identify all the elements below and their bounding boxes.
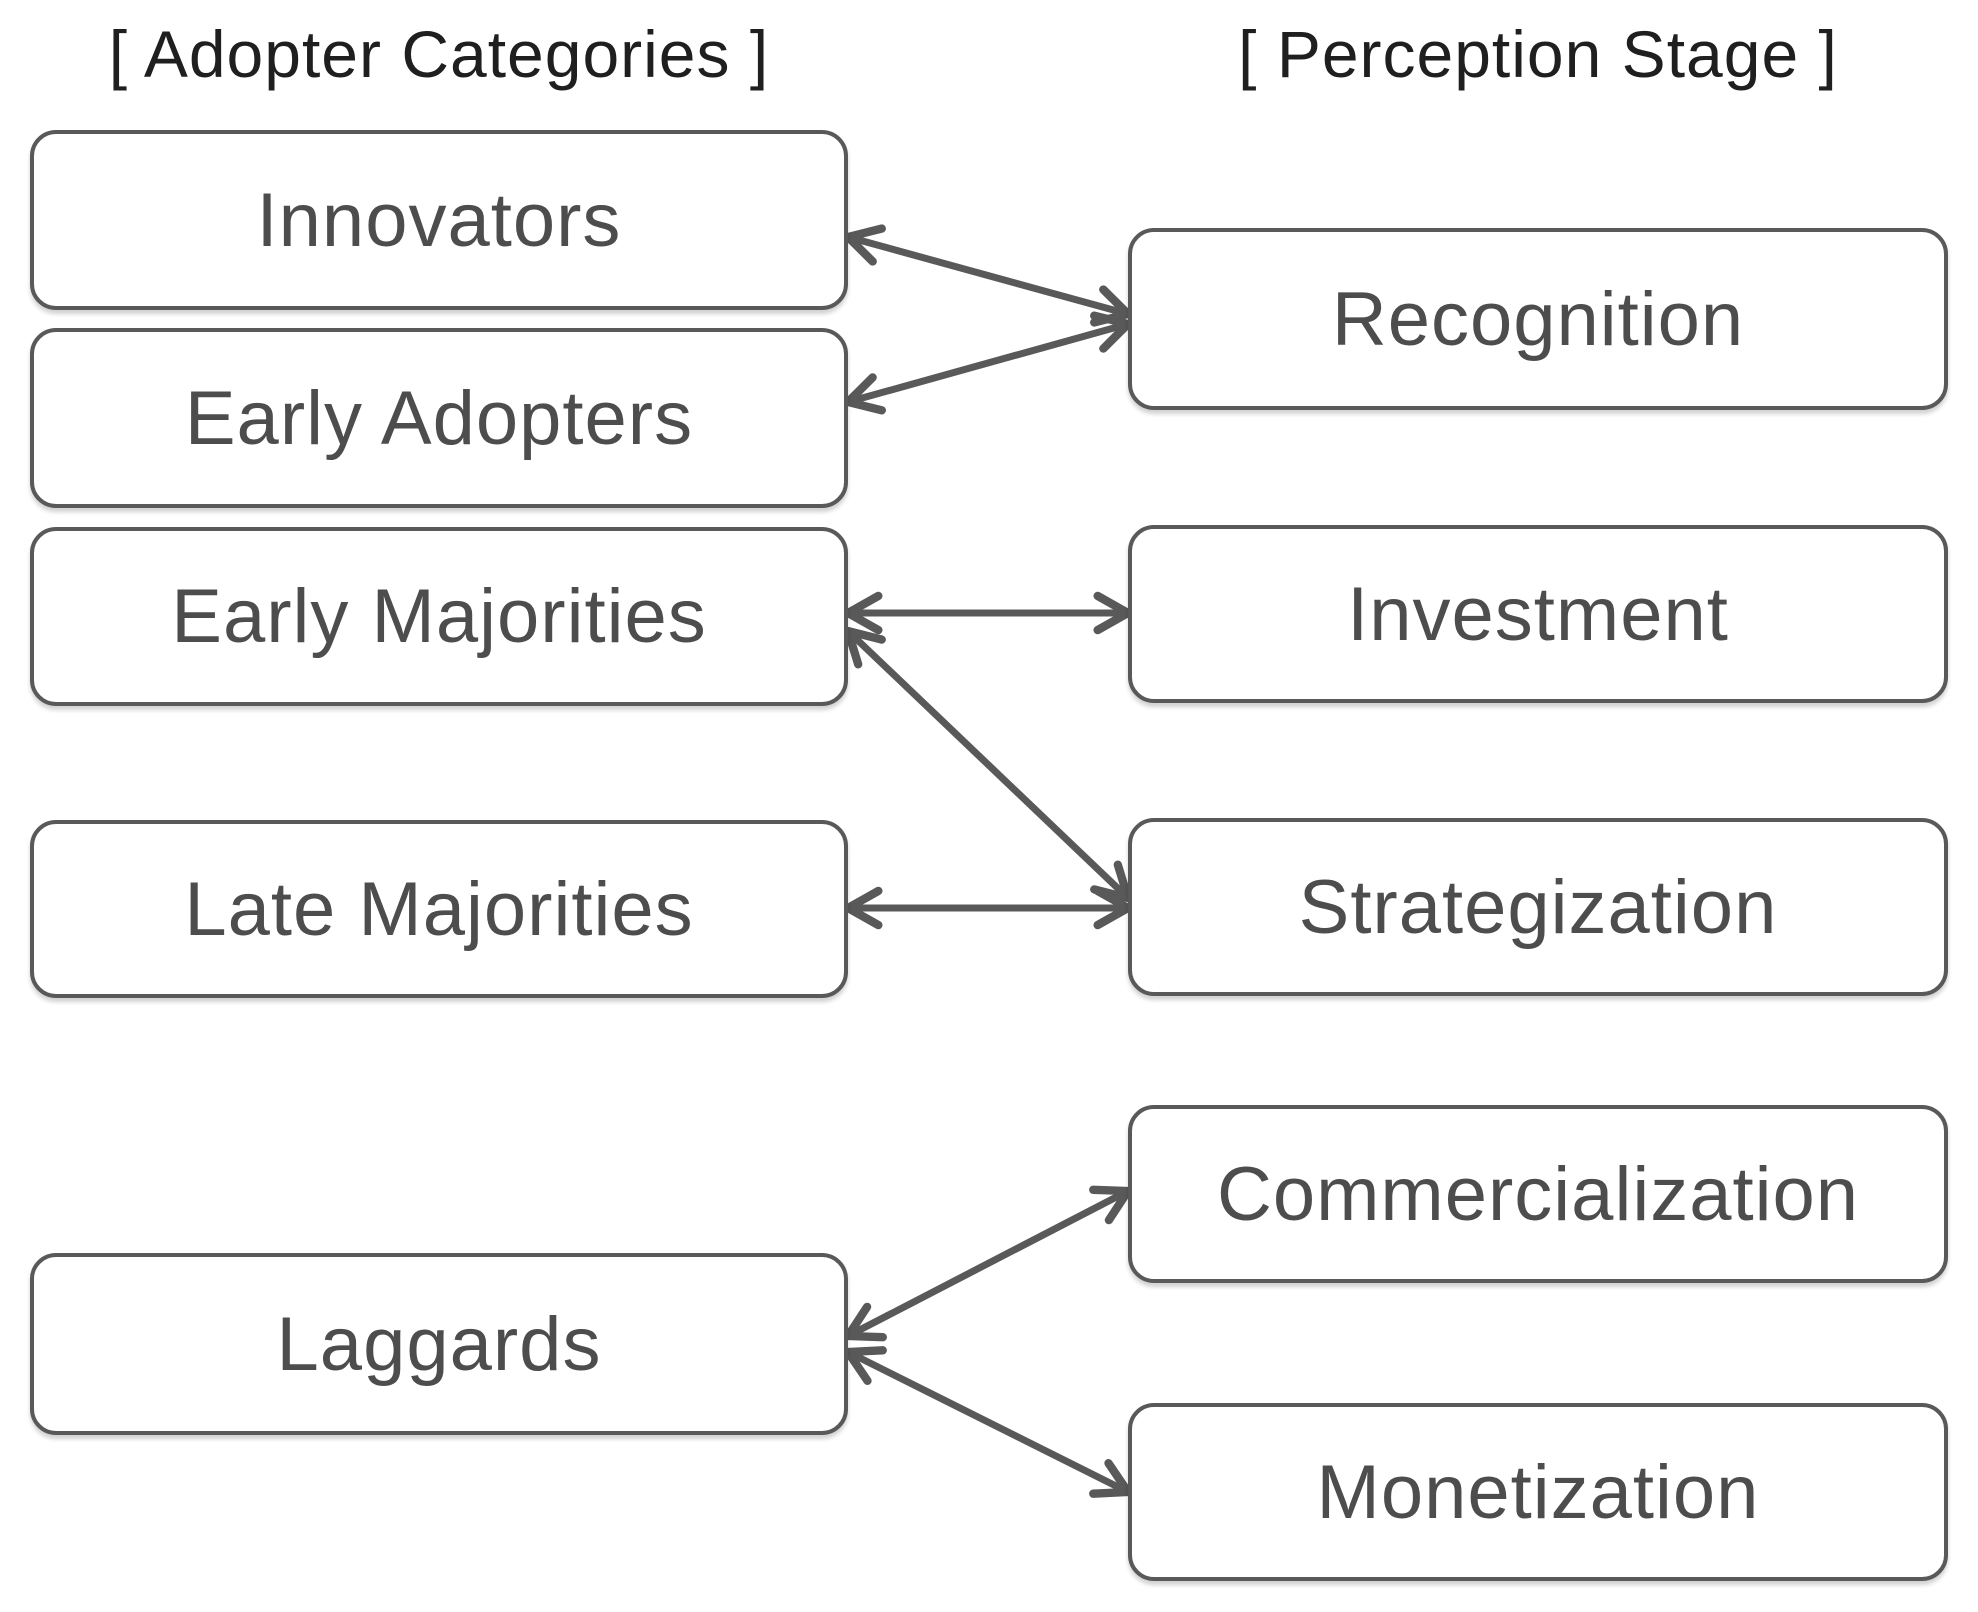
arrow-laggards-to-monetization bbox=[843, 1346, 1133, 1498]
node-late-majorities: Late Majorities bbox=[30, 820, 848, 998]
node-early-adopters: Early Adopters bbox=[30, 328, 848, 508]
node-innovators: Innovators bbox=[30, 130, 848, 310]
node-early-majorities: Early Majorities bbox=[30, 527, 848, 706]
arrow-early-adopters-to-recognition bbox=[843, 311, 1133, 415]
column-header-adopter-categories: [ Adopter Categories ] bbox=[108, 17, 770, 91]
arrow-early-majorities-to-strategization bbox=[843, 626, 1133, 903]
node-monetization: Monetization bbox=[1128, 1403, 1948, 1581]
node-strategization: Strategization bbox=[1128, 818, 1948, 996]
arrow-innovators-to-recognition bbox=[843, 224, 1133, 327]
node-recognition: Recognition bbox=[1128, 228, 1948, 410]
node-laggards: Laggards bbox=[30, 1253, 848, 1435]
node-commercialization: Commercialization bbox=[1128, 1105, 1948, 1283]
arrow-laggards-to-commercialization bbox=[843, 1185, 1133, 1342]
column-header-perception-stage: [ Perception Stage ] bbox=[1238, 17, 1838, 91]
node-investment: Investment bbox=[1128, 525, 1948, 703]
